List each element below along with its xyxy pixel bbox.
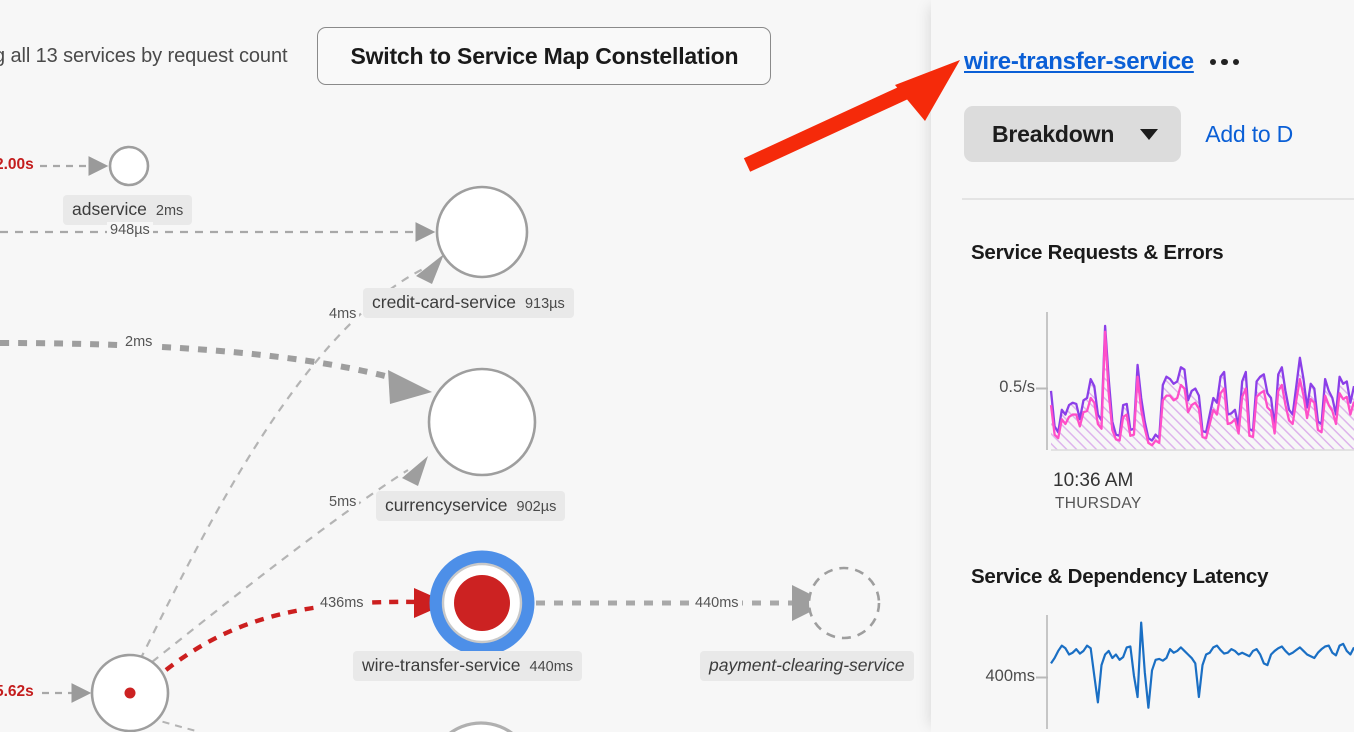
node-label-adservice[interactable]: adservice 2ms: [63, 195, 193, 225]
section-title-requests-errors: Service Requests & Errors: [971, 241, 1224, 264]
node-payment-clearing-service[interactable]: [807, 566, 881, 640]
panel-title-row: wire-transfer-service: [964, 48, 1241, 76]
node-credit-card-service[interactable]: [435, 185, 529, 279]
chevron-down-icon: [1140, 128, 1159, 140]
node-frontend-root[interactable]: [90, 653, 170, 732]
chart2-ytick-mark: [1036, 676, 1048, 679]
edge-label-5.62s: 5.62s: [0, 683, 37, 701]
chart1-xaxis-time: 10:36 AM: [1053, 470, 1134, 491]
node-currencyservice[interactable]: [427, 367, 537, 477]
edge-label-2.00s: 2.00s: [0, 156, 37, 174]
node-label-value: 913µs: [524, 296, 565, 312]
node-label-name: credit-card-service: [372, 292, 516, 312]
service-map-canvas[interactable]: g all 13 services by request count Switc…: [0, 0, 931, 732]
more-options-icon[interactable]: [1208, 53, 1242, 72]
node-label-credit-card-service[interactable]: credit-card-service 913µs: [363, 288, 574, 318]
edge-label-436ms: 436ms: [317, 595, 367, 611]
edge-label-440ms: 440ms: [692, 595, 742, 611]
panel-service-name-link[interactable]: wire-transfer-service: [964, 48, 1194, 75]
edge-4ms: [139, 254, 444, 661]
map-header: g all 13 services by request count Switc…: [0, 27, 772, 85]
add-to-dashboard-link[interactable]: Add to D: [1205, 120, 1294, 147]
node-label-currencyservice[interactable]: currencyservice 902µs: [376, 491, 566, 521]
edge-label-5ms: 5ms: [326, 494, 360, 510]
node-label-name: wire-transfer-service: [362, 655, 521, 675]
edge-440ms: [536, 585, 828, 621]
map-subtitle: g all 13 services by request count: [0, 44, 288, 67]
node-label-value: 440ms: [529, 659, 574, 675]
switch-to-constellation-button[interactable]: Switch to Service Map Constellation: [317, 27, 772, 85]
panel-divider: [962, 198, 1354, 200]
breakdown-dropdown-button[interactable]: Breakdown: [964, 106, 1182, 162]
node-label-name: adservice: [72, 199, 147, 219]
edge-label-2ms: 2ms: [122, 334, 156, 350]
chart2-ytick-0: 400ms: [985, 667, 1035, 685]
node-partial-bottom[interactable]: [429, 721, 533, 732]
chart1-ytick-mark: [1036, 387, 1048, 390]
edge-label-948us: 948µs: [107, 222, 153, 238]
chart-latency[interactable]: [1045, 615, 1354, 732]
node-wire-transfer-service[interactable]: [429, 550, 535, 656]
node-label-wire-transfer-service[interactable]: wire-transfer-service 440ms: [353, 651, 583, 681]
node-label-value: 2ms: [155, 203, 184, 219]
edge-label-4ms: 4ms: [326, 306, 360, 322]
chart1-xaxis-day: THURSDAY: [1055, 495, 1142, 512]
section-title-latency: Service & Dependency Latency: [971, 565, 1269, 588]
edge-5ms: [151, 456, 428, 663]
chart-requests-errors[interactable]: [1045, 310, 1354, 470]
node-adservice[interactable]: [108, 145, 150, 187]
node-label-payment-clearing-service[interactable]: payment-clearing-service: [700, 651, 914, 681]
service-map-graph: [0, 145, 881, 732]
edge-2ms: [0, 340, 432, 404]
node-label-name: currencyservice: [385, 495, 508, 515]
service-detail-panel: wire-transfer-service Breakdown Add to D: [931, 0, 1354, 732]
chart1-ytick-0: 0.5/s: [999, 378, 1035, 396]
node-label-name: payment-clearing-service: [709, 655, 905, 675]
panel-actions: Breakdown Add to D: [964, 106, 1293, 162]
node-label-value: 902µs: [516, 499, 557, 515]
breakdown-label: Breakdown: [992, 120, 1115, 147]
